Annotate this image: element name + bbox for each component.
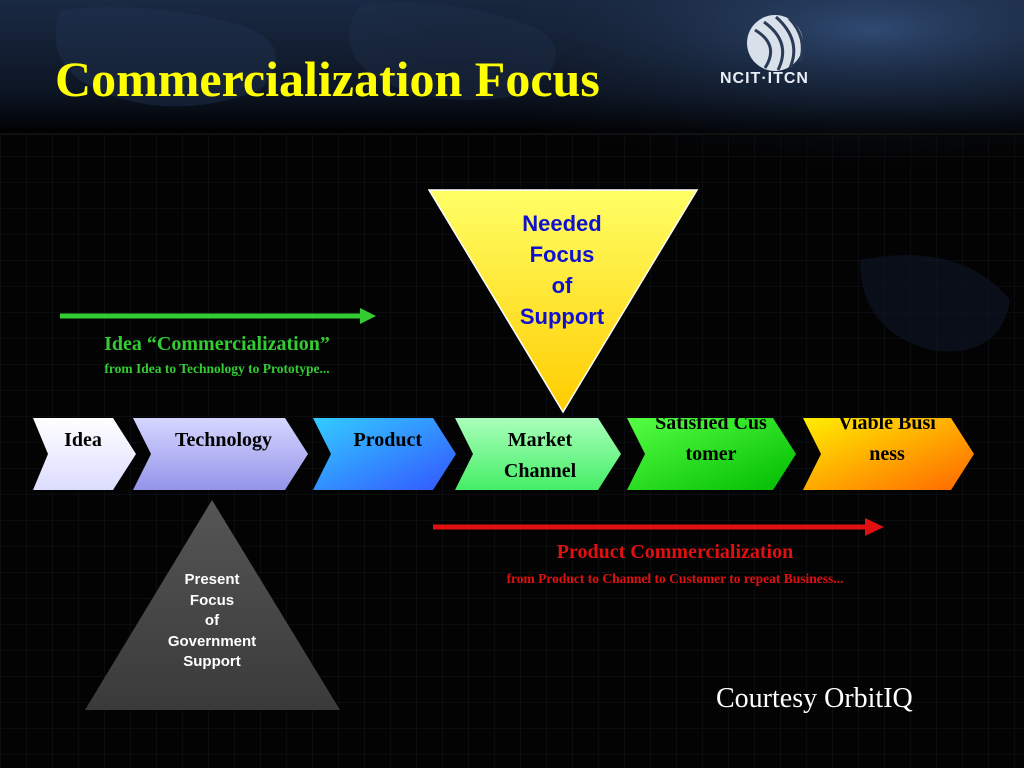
- chevron-viable-business: [803, 418, 974, 490]
- chevron-product: [313, 418, 456, 490]
- present-focus-label: Present Focus of Government Support: [142, 570, 282, 673]
- product-commercialization-arrow: [433, 518, 884, 536]
- needed-focus-line: Support: [519, 304, 605, 329]
- present-focus-line: Present: [184, 571, 240, 588]
- needed-focus-line: Focus: [529, 242, 595, 267]
- present-focus-triangle: [85, 500, 340, 710]
- stage-market-channel-label: Market Channel: [503, 429, 577, 482]
- stage-viable-business-label: Viable Business: [838, 412, 936, 465]
- present-focus-line: Support: [183, 653, 241, 670]
- idea-commercialization-arrow: [60, 308, 376, 324]
- page-title: Commercialization Focus: [55, 51, 600, 107]
- idea-commercialization-subtitle: from Idea to Technology to Prototype...: [104, 361, 330, 376]
- needed-focus-line: Needed: [522, 211, 602, 236]
- stage-product-label: Product: [353, 429, 422, 451]
- product-commercialization-subtitle: from Product to Channel to Customer to r…: [506, 571, 844, 586]
- needed-focus-triangle: [427, 189, 699, 414]
- product-commercialization-title: Product Commercialization: [556, 541, 794, 563]
- needed-focus-label: Needed Focus of Support: [497, 208, 627, 332]
- courtesy-credit: Courtesy OrbitIQ: [716, 683, 913, 714]
- idea-commercialization-title: Idea “Commercialization”: [104, 333, 330, 355]
- present-focus-line: Focus: [189, 591, 235, 609]
- present-focus-line: Government: [167, 632, 257, 650]
- stage-idea-label: Idea: [64, 429, 102, 451]
- logo: NCIT·ITCN: [720, 70, 809, 87]
- stage-satisfied-customer-label: Satisfied Customer: [655, 412, 767, 465]
- stage-technology-label: Technology: [174, 429, 272, 451]
- globe-icon: [747, 15, 804, 71]
- chevron-market-channel: [455, 418, 621, 490]
- chevron-technology: [133, 418, 308, 490]
- chevron-idea: [33, 418, 136, 490]
- chevron-satisfied-customer: [627, 418, 796, 490]
- needed-focus-line: of: [551, 273, 573, 298]
- present-focus-line: of: [204, 612, 220, 629]
